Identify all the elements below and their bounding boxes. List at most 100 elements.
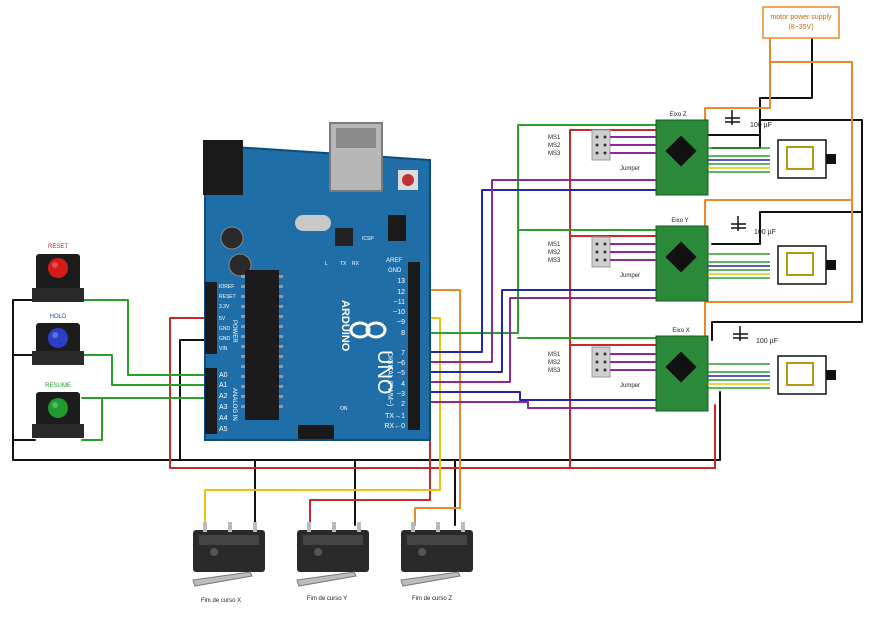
power-jack bbox=[203, 140, 243, 195]
pin-label-d0: RX←0 bbox=[384, 423, 405, 430]
jumper-label-z: Jumper bbox=[620, 166, 640, 172]
pin-label-d3: ~3 bbox=[397, 391, 405, 398]
power-header bbox=[205, 282, 217, 354]
pin-label-d10: ~10 bbox=[393, 309, 405, 316]
capacitor-y: 100 µF bbox=[731, 216, 776, 236]
capacitor-x: 100 µF bbox=[733, 326, 778, 345]
pin-label-a0: A0 bbox=[219, 372, 228, 379]
wire-5v-driver-z bbox=[569, 129, 661, 469]
pin-label-d12: 12 bbox=[397, 289, 405, 296]
ms-label-y-3: MS3 bbox=[548, 258, 561, 264]
power-header-label: POWER bbox=[231, 320, 237, 343]
pin-label-d5: ~5 bbox=[397, 370, 405, 377]
wire-dir-y bbox=[419, 289, 661, 373]
pin-label-a1: A1 bbox=[219, 382, 228, 389]
pin-label-vin: VIN bbox=[219, 346, 228, 352]
wire-reset bbox=[81, 299, 206, 376]
arduino-brand: ARDUINO bbox=[339, 300, 351, 352]
pin-label-reset: RESET bbox=[219, 294, 236, 300]
stepper-motor-y bbox=[777, 245, 836, 285]
jumper-label-x: Jumper bbox=[620, 383, 640, 389]
ms-label-x-3: MS3 bbox=[548, 368, 561, 374]
button-label-hold: HOLD bbox=[50, 314, 67, 320]
pin-label-d9: ~9 bbox=[397, 319, 405, 326]
button-label-reset: RESET bbox=[48, 244, 68, 250]
wire-step-z bbox=[419, 179, 661, 363]
button-reset: RESET bbox=[32, 244, 84, 302]
pin-label-gnd-2: GND bbox=[219, 336, 231, 342]
wires bbox=[12, 37, 863, 526]
label-tx: TX bbox=[340, 261, 347, 267]
pin-label-aref: AREF bbox=[386, 258, 402, 264]
atmega-chip bbox=[245, 270, 279, 420]
button-cap-hold bbox=[48, 328, 68, 348]
ms-label-y-2: MS2 bbox=[548, 250, 561, 256]
arduino-model: UNO bbox=[373, 350, 395, 394]
pin-label-d1: TX→1 bbox=[385, 413, 405, 420]
button-resume: RESUME bbox=[32, 383, 84, 438]
wire-vmot-y bbox=[704, 199, 853, 229]
wire-gnd-buttons bbox=[12, 299, 36, 461]
label-rx: RX bbox=[352, 261, 360, 267]
pin-label-a4: A4 bbox=[219, 415, 228, 422]
capacitor-label-x: 100 µF bbox=[756, 338, 778, 345]
stepper-motor-x bbox=[777, 355, 836, 395]
pin-label-a5: A5 bbox=[219, 426, 228, 433]
ms-jumper-block-y bbox=[591, 236, 611, 268]
pin-label-3v3: 3.3V bbox=[219, 304, 230, 310]
wire-gnd-driver-z bbox=[707, 37, 813, 136]
ms-label-z-2: MS2 bbox=[548, 143, 561, 149]
limit-switch-z: Fim de curso Z bbox=[400, 522, 473, 602]
ms-jumper-block-x bbox=[591, 346, 611, 378]
button-label-resume: RESUME bbox=[45, 383, 71, 389]
wire-gnd-driver-y bbox=[711, 211, 863, 245]
analog-header-label: ANALOG IN bbox=[231, 388, 237, 421]
driver-axis-label-x: Eixo X bbox=[672, 328, 689, 334]
button-cap-resume bbox=[48, 398, 68, 418]
ms-label-x-1: MS1 bbox=[548, 352, 561, 358]
pin-label-d13: 13 bbox=[397, 278, 405, 285]
motor-power-supply: motor power supply (8~35V) bbox=[762, 6, 840, 39]
arduino-uno: ARDUINO UNO DIGITAL (PWM~) ANALOG IN POW… bbox=[203, 122, 431, 441]
driver-axis-label-z: Eixo Z bbox=[669, 112, 686, 118]
pin-label-d6: ~6 bbox=[397, 360, 405, 367]
capacitor-z: 100 µF bbox=[725, 110, 772, 129]
arduino-logo bbox=[349, 321, 387, 339]
ms-label-z-1: MS1 bbox=[548, 135, 561, 141]
driver-axis-label-y: Eixo Y bbox=[671, 218, 688, 224]
wire-5v-bus bbox=[169, 317, 716, 469]
wire-step-x bbox=[419, 401, 661, 409]
wire-vmot bbox=[704, 37, 853, 336]
pin-label-d11: ~11 bbox=[394, 299, 405, 306]
pin-label-gnd-1: GND bbox=[219, 326, 231, 332]
limit-switch-y: Fim de curso Y bbox=[296, 522, 369, 602]
label-on: ON bbox=[340, 406, 348, 412]
digital-header bbox=[408, 262, 420, 430]
power-supply-range: (8~35V) bbox=[788, 24, 813, 31]
pin-label-gnd-top: GND bbox=[388, 268, 402, 274]
capacitor-label-z: 100 µF bbox=[750, 122, 772, 129]
pin-label-d8: 8 bbox=[401, 330, 405, 337]
capacitor-label-y: 100 µF bbox=[754, 229, 776, 236]
limit-switch-label-z: Fim de curso Z bbox=[412, 596, 452, 602]
button-hold: HOLD bbox=[32, 314, 84, 365]
wire-step-y bbox=[419, 297, 661, 383]
driver-z: Eixo Z MS1 MS2 MS3 Jumper 100 µF bbox=[548, 110, 836, 196]
pin-label-ioref: IOREF bbox=[219, 284, 234, 290]
icsp-header bbox=[298, 425, 334, 439]
pin-label-d7: 7 bbox=[401, 350, 405, 357]
label-icsp: ICSP bbox=[362, 236, 374, 242]
wire-dir-x bbox=[419, 391, 661, 401]
power-supply-title: motor power supply bbox=[770, 14, 832, 21]
digital-header-label: DIGITAL (PWM~) bbox=[386, 352, 393, 406]
ms-label-x-2: MS2 bbox=[548, 360, 561, 366]
ms-label-y-1: MS1 bbox=[548, 242, 561, 248]
limit-switch-x: Fim de curso X bbox=[192, 522, 265, 604]
ms-label-z-3: MS3 bbox=[548, 151, 561, 157]
wire-switch-x bbox=[204, 317, 441, 526]
pin-label-5v: 5V bbox=[219, 316, 226, 322]
wire-enable bbox=[419, 124, 661, 339]
wire-resume bbox=[81, 397, 206, 441]
label-l: L bbox=[325, 261, 328, 267]
